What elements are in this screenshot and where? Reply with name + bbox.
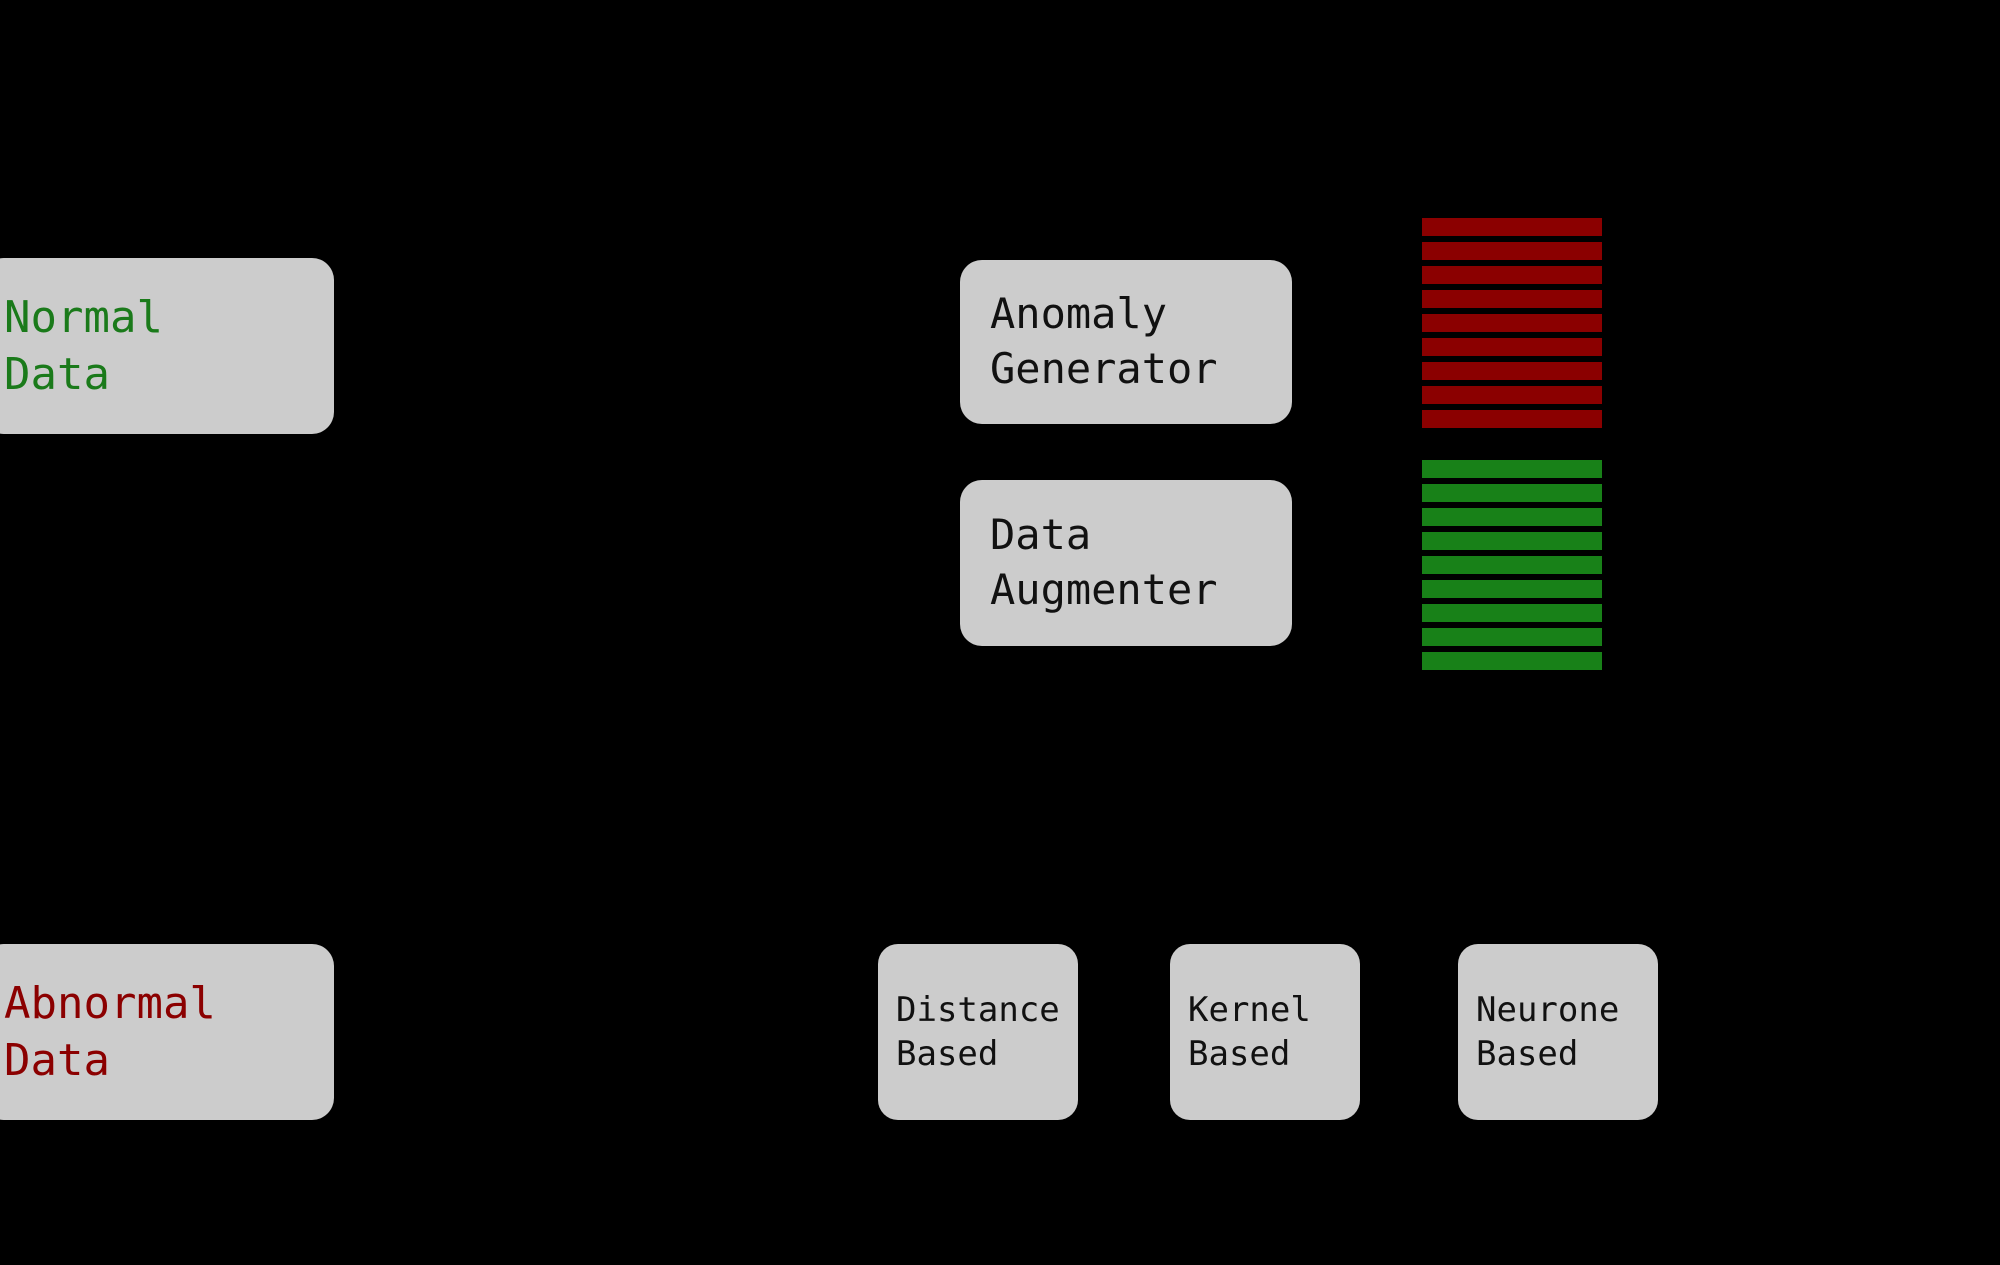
node-kernel-based-line-2: Based [1188,1034,1291,1074]
node-kernel-based[interactable]: Kernel Based [1170,944,1360,1120]
node-normal-data-line-1: Normal [4,291,163,343]
stripe-anomalous [1422,362,1602,380]
stripe-normal [1422,460,1602,478]
stripe-anomalous [1422,314,1602,332]
stripe-normal [1422,508,1602,526]
node-abnormal-data-line-1: Abnormal [4,977,216,1029]
stripe-anomalous [1422,338,1602,356]
node-distance-based-line-1: Distance [896,989,1060,1030]
node-data-augmenter-line-1: Data [990,510,1092,560]
stripe-normal [1422,580,1602,598]
node-distance-based-line-2: Based [896,1034,999,1074]
node-kernel-based-line-1: Kernel [1188,989,1311,1030]
stripe-anomalous [1422,266,1602,284]
node-neurone-based-line-2: Based [1476,1034,1579,1074]
node-anomaly-generator-line-1: Anomaly [990,289,1168,339]
stripe-anomalous [1422,410,1602,428]
stripe-anomalous [1422,386,1602,404]
stripe-anomalous [1422,218,1602,236]
stripe-normal [1422,532,1602,550]
stripe-normal [1422,628,1602,646]
stripe-anomalous [1422,242,1602,260]
node-data-augmenter[interactable]: Data Augmenter [960,480,1292,646]
node-neurone-based[interactable]: Neurone Based [1458,944,1658,1120]
node-distance-based[interactable]: Distance Based [878,944,1078,1120]
stripe-normal [1422,484,1602,502]
mixed-sample-stripe-block [1422,218,1602,678]
node-abnormal-data-line-2: Data [4,1035,110,1086]
stripe-anomalous [1422,290,1602,308]
stripe-normal [1422,604,1602,622]
node-normal-data-line-2: Data [4,349,110,400]
node-anomaly-generator[interactable]: Anomaly Generator [960,260,1292,424]
node-neurone-based-line-1: Neurone [1476,989,1620,1030]
node-abnormal-data[interactable]: Abnormal Data [0,944,334,1120]
stripe-normal [1422,652,1602,670]
node-normal-data[interactable]: Normal Data [0,258,334,434]
stripe-normal [1422,556,1602,574]
node-anomaly-generator-line-2: Generator [990,344,1218,393]
node-data-augmenter-line-2: Augmenter [990,565,1218,614]
